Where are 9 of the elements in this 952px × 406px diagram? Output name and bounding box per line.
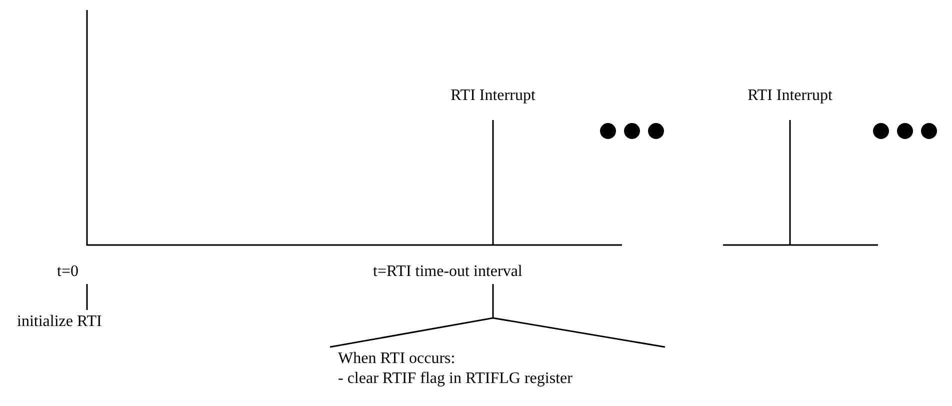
leader-line xyxy=(86,284,88,310)
timeline-label: t=0 xyxy=(57,262,80,282)
timeline-label: initialize RTI xyxy=(17,312,103,332)
timeline-label: t=RTI time-out interval xyxy=(373,262,524,282)
timeline-label: When RTI occurs: xyxy=(338,349,456,369)
timeline-label: - clear RTIF flag in RTIFLG register xyxy=(338,369,574,389)
leader-line xyxy=(329,283,666,348)
timeline-label: RTI Interrupt xyxy=(746,86,834,106)
timeline-label: RTI Interrupt xyxy=(450,86,536,106)
